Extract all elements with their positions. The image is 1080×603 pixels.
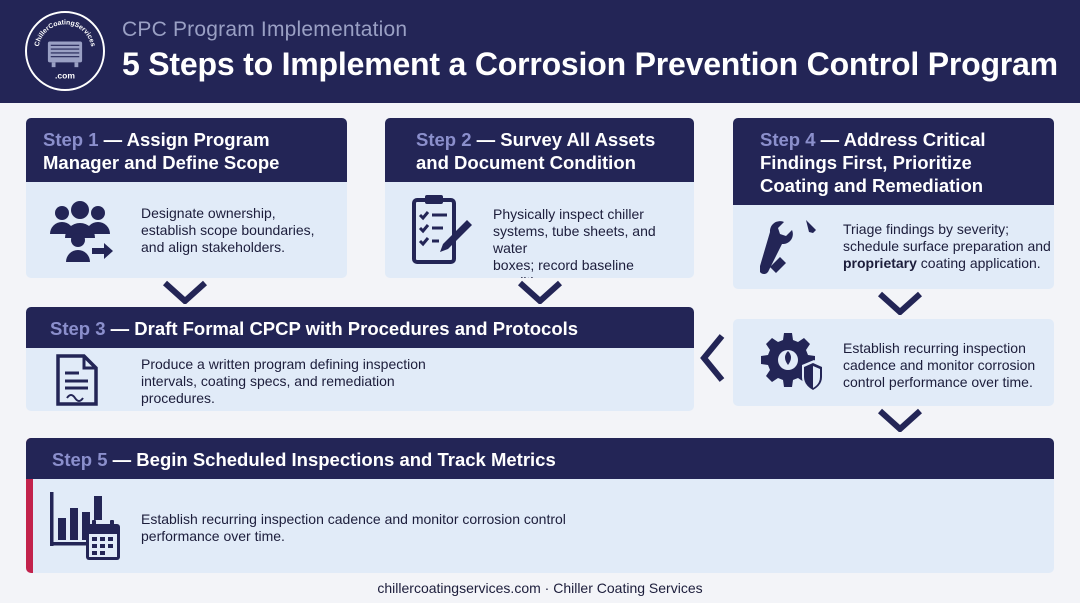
step-3-body-line: procedures. xyxy=(141,390,215,406)
step-3-header: Step 3 — Draft Formal CPCP with Procedur… xyxy=(26,307,694,348)
step-4-detail-body: Establish recurring inspection cadence a… xyxy=(843,340,1053,391)
step-3-title: — Draft Formal CPCP with Procedures and … xyxy=(110,318,579,339)
gear-shield-icon xyxy=(761,333,824,393)
step-4-body-bold: proprietary xyxy=(843,255,917,271)
step-4-body-line3: proprietary coating application. xyxy=(843,255,1053,272)
step-5-body: Establish recurring inspection cadence a… xyxy=(141,511,641,545)
step-5-title: — Begin Scheduled Inspections and Track … xyxy=(112,449,556,470)
calendar-chart-icon xyxy=(50,492,120,560)
step-3-body-line: Produce a written program defining inspe… xyxy=(141,356,426,372)
logo: ChillerCoatingServices .com xyxy=(25,11,105,91)
step-4-body-rest: coating application. xyxy=(916,255,1041,271)
step-4-title-line3: Coating and Remediation xyxy=(760,175,984,196)
step-4-title: — Address Critical xyxy=(820,129,986,150)
header: ChillerCoatingServices .com CPC Program … xyxy=(0,0,1080,103)
step-3-card: Step 3 — Draft Formal CPCP with Procedur… xyxy=(26,307,694,411)
step-4-header: Step 4 — Address Critical Findings First… xyxy=(733,118,1054,205)
step-1-body-line: and align stakeholders. xyxy=(141,239,285,255)
step-1-title-line2: Manager and Define Scope xyxy=(43,152,280,173)
step-1-card: Step 1 — Assign Program Manager and Defi… xyxy=(26,118,347,278)
arrow-left-icon xyxy=(700,334,725,382)
logo-emblem: ChillerCoatingServices .com xyxy=(34,19,96,81)
page-title: 5 Steps to Implement a Corrosion Prevent… xyxy=(122,46,1058,82)
team-icon xyxy=(50,201,113,262)
step-2-body-line: Physically inspect chiller xyxy=(493,206,644,222)
checklist-icon xyxy=(412,195,472,264)
step-4-title-line2: Findings First, Prioritize xyxy=(760,152,972,173)
step-2-body-line: boxes; record baseline condition. xyxy=(493,257,634,278)
step-5-card: Step 5 — Begin Scheduled Inspections and… xyxy=(26,438,1054,573)
step-5-header: Step 5 — Begin Scheduled Inspections and… xyxy=(26,438,1054,479)
step-1-body-line: Designate ownership, xyxy=(141,205,276,221)
step-2-title-line2: and Document Condition xyxy=(416,152,636,173)
step-2-card: Step 2 — Survey All Assets and Document … xyxy=(385,118,694,278)
arrow-down-icon xyxy=(877,408,923,432)
step-4-body-line: schedule surface preparation and xyxy=(843,238,1051,254)
step-1-title: — Assign Program xyxy=(103,129,270,150)
step-5-number: Step 5 xyxy=(52,449,108,470)
accent-bar xyxy=(26,438,33,573)
step-4-detail-line: cadence and monitor corrosion xyxy=(843,357,1036,373)
step-2-body-line: systems, tube sheets, and water xyxy=(493,223,656,256)
arrow-down-icon xyxy=(162,280,208,304)
page-subtitle: CPC Program Implementation xyxy=(122,18,408,41)
step-1-number: Step 1 xyxy=(43,129,99,150)
step-4-detail-card: Establish recurring inspection cadence a… xyxy=(733,319,1054,406)
step-3-number: Step 3 xyxy=(50,318,106,339)
tools-icon xyxy=(760,220,816,274)
step-3-body-line: intervals, coating specs, and remediatio… xyxy=(141,373,395,389)
step-1-body-line: establish scope boundaries, xyxy=(141,222,315,238)
step-2-body: Physically inspect chiller systems, tube… xyxy=(493,206,693,278)
step-1-header: Step 1 — Assign Program Manager and Defi… xyxy=(26,118,347,182)
step-4-number: Step 4 xyxy=(760,129,816,150)
arrow-down-icon xyxy=(517,280,563,304)
step-5-body-line: Establish recurring inspection cadence a… xyxy=(141,511,566,527)
step-2-header: Step 2 — Survey All Assets and Document … xyxy=(385,118,694,182)
step-4-card: Step 4 — Address Critical Findings First… xyxy=(733,118,1054,289)
logo-text-bottom: .com xyxy=(55,71,75,81)
step-1-body: Designate ownership, establish scope bou… xyxy=(141,205,341,256)
step-5-body-line: performance over time. xyxy=(141,528,285,544)
step-2-title: — Survey All Assets xyxy=(476,129,656,150)
step-4-detail-line: control performance over time. xyxy=(843,374,1033,390)
step-3-body: Produce a written program defining inspe… xyxy=(141,356,471,407)
document-icon xyxy=(56,354,98,406)
footer: chillercoatingservices.com · Chiller Coa… xyxy=(377,580,703,596)
arrow-down-icon xyxy=(877,291,923,315)
step-2-number: Step 2 xyxy=(416,129,472,150)
step-4-body-line: Triage findings by severity; xyxy=(843,221,1009,237)
step-4-body: Triage findings by severity; schedule su… xyxy=(843,221,1053,272)
step-4-detail-line: Establish recurring inspection xyxy=(843,340,1026,356)
